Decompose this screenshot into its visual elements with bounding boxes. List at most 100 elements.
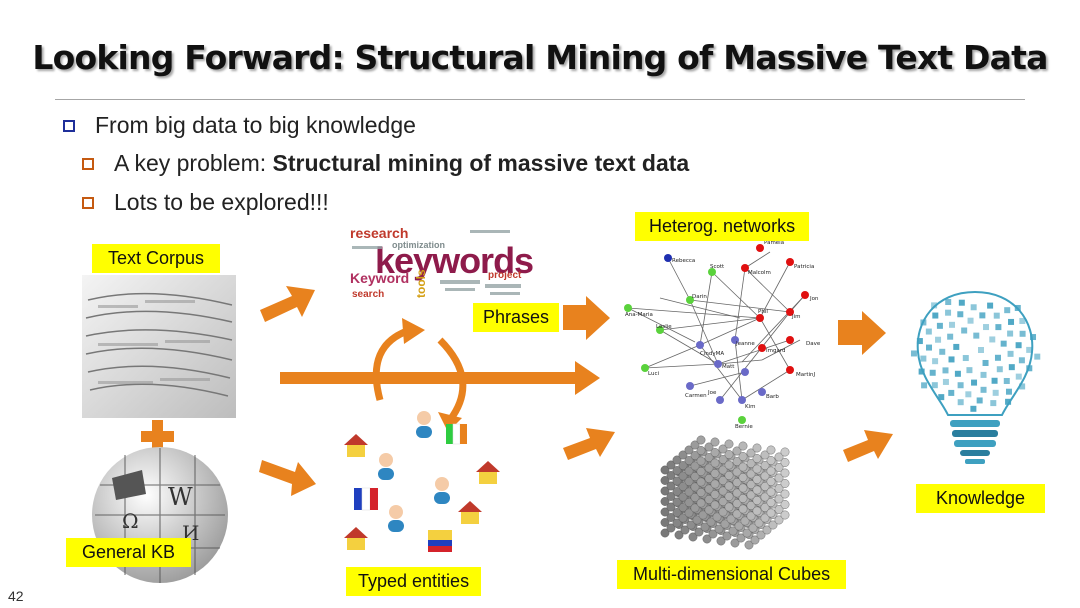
bullet-square-icon: [63, 119, 75, 132]
cube-node: [774, 515, 784, 525]
bulb-pattern-tile: [920, 319, 927, 326]
plus-icon: [141, 420, 174, 452]
cube-node: [690, 493, 700, 502]
cube-node: [760, 513, 770, 523]
svg-text:Rebecca: Rebecca: [672, 258, 695, 264]
cube-node: [690, 472, 700, 481]
cube-node: [710, 458, 720, 468]
bulb-pattern-tile: [996, 366, 1003, 373]
cube-node: [710, 469, 720, 478]
bullet-text: A key problem:: [114, 150, 273, 176]
arrow-phrases-to-network: [563, 296, 610, 340]
bulb-pattern-tile: [994, 354, 1001, 361]
house-icon: [344, 434, 368, 457]
cube-node: [718, 497, 728, 506]
cube-node: [780, 458, 790, 467]
cube-node: [678, 450, 688, 460]
bulb-pattern-tile: [948, 356, 955, 363]
bulb-pattern-tile: [966, 367, 973, 374]
cube-node: [736, 533, 746, 543]
svg-text:Joe: Joe: [707, 390, 717, 396]
cube-node: [752, 464, 762, 474]
house-icon: [458, 501, 482, 524]
arrow-cubes-to-knowledge: [843, 430, 893, 462]
cube-node: [672, 508, 682, 517]
cube-node: [704, 474, 714, 483]
slide-title: Looking Forward: Structural Mining of Ma…: [32, 38, 1048, 77]
bulb-pattern-tile: [1026, 346, 1033, 353]
cube-node: [690, 503, 700, 513]
svg-text:Jim: Jim: [791, 314, 801, 320]
cube-node: [696, 467, 706, 476]
cube-node: [738, 452, 748, 461]
cube-node: [678, 482, 688, 491]
bulb-pattern-tile: [991, 377, 998, 384]
cube-node: [690, 451, 700, 460]
cube-node: [718, 507, 728, 517]
label-general-kb: General KB: [66, 538, 192, 567]
word-search: search: [352, 289, 384, 300]
cube-node: [678, 513, 688, 523]
cube-node: [666, 471, 676, 480]
cube-node: [724, 460, 734, 470]
cube-node: [752, 506, 762, 516]
globe-glyph-w: W: [168, 483, 193, 511]
cube-node: [766, 477, 776, 486]
cube-node: [674, 530, 684, 540]
cube-node: [714, 524, 724, 534]
cube-node: [746, 480, 756, 489]
cube-icon: [660, 435, 790, 550]
bullet-bold-text: Structural mining of massive text data: [272, 150, 690, 176]
cube-node: [726, 514, 736, 524]
cube-node: [734, 521, 744, 531]
cube-node: [740, 516, 750, 526]
cube-node: [704, 463, 714, 473]
cube-node: [756, 530, 766, 540]
bulb-pattern-tile: [1019, 383, 1026, 390]
bullet-level1: From big data to big knowledge: [63, 112, 416, 139]
bulb-pattern-tile: [925, 328, 932, 335]
flag-italy-icon: [446, 423, 467, 445]
cube-node: [724, 502, 734, 512]
cube-node: [748, 523, 758, 533]
person-icon: [378, 453, 394, 480]
bulb-pattern-tile: [980, 386, 987, 393]
bulb-pattern-tile: [932, 358, 939, 365]
cube-node: [672, 487, 682, 496]
bulb-pattern-tile: [949, 321, 956, 328]
cube-node: [694, 527, 704, 537]
cube-node: [706, 517, 716, 527]
cube-node: [696, 456, 706, 466]
bulb-pattern-tile: [920, 355, 927, 362]
cube-node: [752, 475, 762, 484]
word-research: research: [350, 225, 408, 241]
cube-node: [666, 481, 676, 491]
bulb-pattern-tile: [942, 378, 949, 385]
svg-text:Leslie: Leslie: [656, 324, 672, 330]
bulb-pattern-tile: [993, 312, 1000, 319]
cube-node: [774, 505, 784, 514]
cube-node: [696, 446, 706, 455]
cube-node: [696, 477, 706, 487]
cube-node: [724, 481, 734, 491]
cube-node: [766, 445, 776, 455]
cube-node: [746, 511, 756, 521]
svg-text:Luci: Luci: [648, 371, 659, 377]
cube-node: [774, 494, 784, 504]
word-project: project: [488, 270, 522, 281]
cube-node: [732, 467, 742, 477]
cube-node: [766, 508, 776, 518]
cube-node: [732, 488, 742, 498]
cube-node: [750, 535, 760, 545]
bulb-pattern-tile: [945, 309, 952, 316]
cube-node: [780, 489, 790, 499]
cube-node: [660, 465, 670, 475]
cube-node: [684, 508, 694, 518]
cube-node: [692, 515, 702, 525]
cube-node: [780, 479, 790, 488]
cube-node: [710, 500, 720, 510]
label-knowledge: Knowledge: [916, 484, 1046, 513]
cube-node: [712, 512, 722, 522]
bulb-pattern-tile: [1000, 340, 1007, 347]
cube-node: [746, 459, 756, 468]
